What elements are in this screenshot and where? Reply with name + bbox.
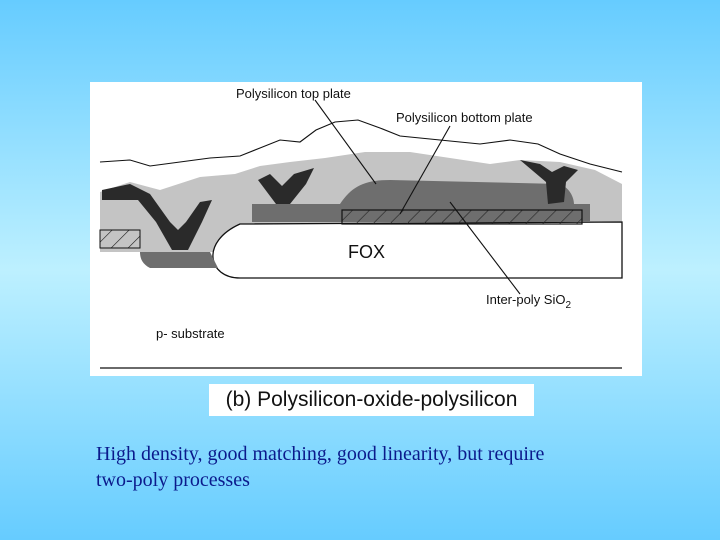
right-contact-dark [520,160,578,204]
label-inter-poly-main: Inter-poly SiO [486,292,565,307]
fox-region [212,221,623,279]
body-text: High density, good matching, good linear… [96,441,696,493]
label-inter-poly-sub: 2 [565,300,571,311]
figure-caption-text: (b) Polysilicon-oxide-polysilicon [225,388,518,411]
left-hatch-region [99,229,141,249]
label-fox: FOX [348,242,385,262]
cross-section-diagram: Polysilicon top plate Polysilicon bottom… [90,82,642,376]
middle-contact-dark [258,168,314,204]
body-text-line-1: High density, good matching, good linear… [96,443,545,465]
diffusion-region [140,252,218,268]
left-contact-dark [102,184,212,250]
label-inter-poly: Inter-poly SiO2 [486,292,571,311]
inter-poly-leader [449,201,521,295]
figure-caption: (b) Polysilicon-oxide-polysilicon [209,384,534,416]
label-substrate: p- substrate [156,326,225,341]
label-bottom-plate: Polysilicon bottom plate [396,110,533,125]
body-text-line-2: two-poly processes [96,469,250,491]
top-plate-leader [314,99,377,185]
bottom-plate-leader [399,125,451,215]
top-surface-line [99,119,623,173]
label-top-plate: Polysilicon top plate [236,86,351,101]
